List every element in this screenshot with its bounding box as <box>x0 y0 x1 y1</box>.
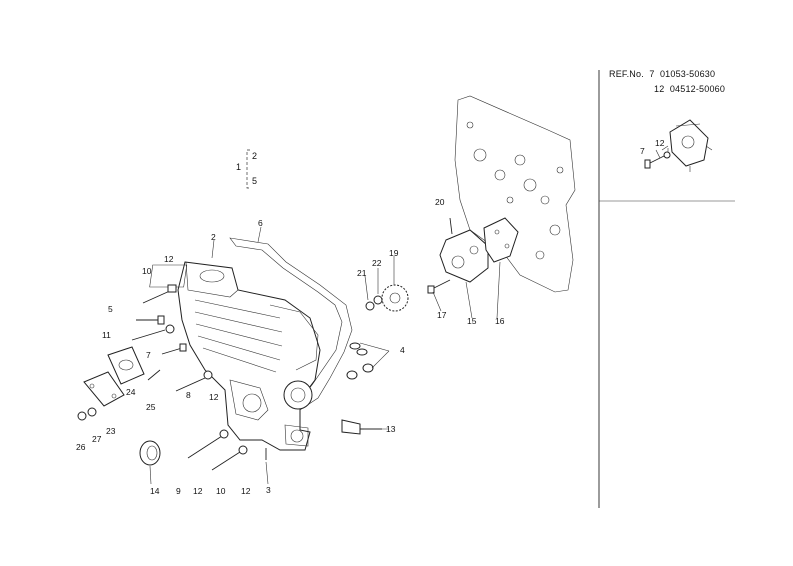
callout-24: 24 <box>126 387 136 397</box>
callout-3: 3 <box>266 485 271 495</box>
ref-item: 7 <box>649 69 655 79</box>
callout-6: 6 <box>258 218 263 228</box>
idle-gear <box>365 284 409 312</box>
callout-20: 20 <box>435 197 445 207</box>
callout-10: 10 <box>216 486 226 496</box>
callout-11: 11 <box>102 330 111 340</box>
o-rings <box>346 342 374 380</box>
callout-12: 12 <box>241 486 251 496</box>
inset-callout-12: 12 <box>655 138 665 148</box>
inset-callout-7: 7 <box>640 146 645 156</box>
bolt-set-left <box>131 284 267 471</box>
ref-code: 01053-50630 <box>659 69 716 79</box>
ref-row-2: 12 04512-50060 <box>654 84 725 94</box>
fitting <box>341 419 382 435</box>
callout-12: 12 <box>164 254 174 264</box>
callout-7: 7 <box>146 350 151 360</box>
callout-23: 23 <box>106 426 116 436</box>
callout-12: 12 <box>193 486 203 496</box>
callout-12: 12 <box>209 392 219 402</box>
callout-10: 10 <box>142 266 152 276</box>
callout-21: 21 <box>357 268 367 278</box>
callout-5: 5 <box>108 304 113 314</box>
callout-2: 2 <box>211 232 216 242</box>
callout-16: 16 <box>495 316 505 326</box>
callout-14: 14 <box>150 486 160 496</box>
cover-plates <box>77 346 145 421</box>
ref-code: 04512-50060 <box>669 84 726 94</box>
ref-row-1: REF.No. 7 01053-50630 <box>609 69 715 79</box>
inset-illustration <box>644 119 713 172</box>
group-bracket <box>246 149 250 189</box>
gear-case <box>149 261 321 451</box>
group-range-top: 2 <box>252 151 258 161</box>
callout-8: 8 <box>186 390 191 400</box>
oil-pump <box>427 217 519 294</box>
group-range-bottom: 5 <box>252 176 258 186</box>
callout-17: 17 <box>437 310 447 320</box>
ref-label: REF.No. <box>609 69 644 79</box>
leader-lines <box>149 226 501 485</box>
ref-item: 12 <box>654 84 665 94</box>
callout-26: 26 <box>76 442 86 452</box>
callout-25: 25 <box>146 402 156 412</box>
inset-callouts: 7 12 <box>640 138 665 156</box>
callout-22: 22 <box>372 258 382 268</box>
callout-27: 27 <box>92 434 102 444</box>
engine-block <box>454 95 576 293</box>
callout-19: 19 <box>389 248 399 258</box>
oil-seal <box>139 440 161 466</box>
callout-13: 13 <box>386 424 396 434</box>
callout-15: 15 <box>467 316 477 326</box>
callout-4: 4 <box>400 345 405 355</box>
group-item-label: 1 <box>236 162 242 172</box>
callout-9: 9 <box>176 486 181 496</box>
